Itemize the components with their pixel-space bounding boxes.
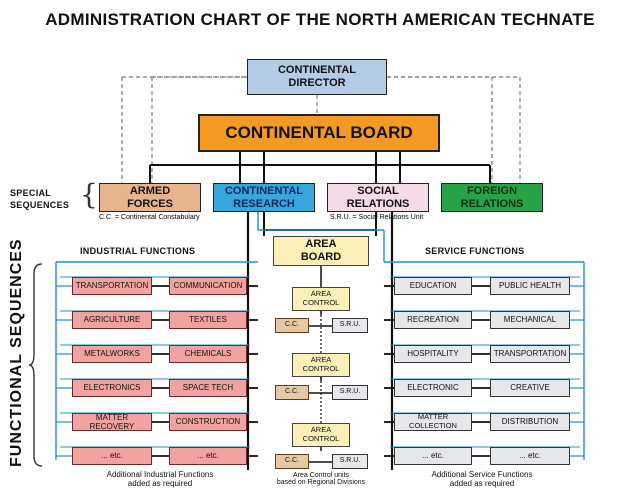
- service-footer-line-1: Additional Service Functions: [431, 470, 533, 479]
- service-box-etc-left: ... etc.: [394, 447, 472, 465]
- cc-box-3: C.C.: [275, 454, 309, 469]
- area-board-box: AREA BOARD: [273, 236, 369, 266]
- service-box-distribution: DISTRIBUTION: [490, 413, 570, 431]
- area-footer: Area Control units based on Regional Div…: [262, 472, 380, 486]
- continental-research-box: CONTINENTAL RESEARCH: [213, 183, 315, 212]
- continental-board-box: CONTINENTAL BOARD: [198, 114, 440, 152]
- area-footer-line-1: Area Control units: [292, 472, 350, 479]
- cc-definition-note: C.C. = Continental Constabulary: [99, 214, 200, 221]
- functional-sequences-label: FUNCTIONAL SEQUENCES: [8, 238, 25, 467]
- service-footer-line-2: added as required: [449, 479, 515, 488]
- social-line-1: SOCIAL: [357, 184, 399, 197]
- service-box-education: EDUCATION: [394, 277, 472, 295]
- director-line-2: DIRECTOR: [288, 77, 346, 89]
- cc-box-2: C.C.: [275, 385, 309, 400]
- sru-box-3: S.R.U.: [332, 454, 368, 469]
- functional-sequences-brace: [28, 262, 43, 468]
- industrial-box-matter-recovery: MATTER RECOVERY: [72, 413, 152, 431]
- chart-title: ADMINISTRATION CHART OF THE NORTH AMERIC…: [45, 10, 595, 29]
- service-functions-header: SERVICE FUNCTIONS: [425, 246, 525, 256]
- service-box-public-health: PUBLIC HEALTH: [490, 277, 570, 295]
- area-control-3-line-2: CONTROL: [302, 434, 340, 443]
- area-control-1-line-2: CONTROL: [302, 298, 340, 307]
- cc-box-1: C.C.: [275, 318, 309, 333]
- service-box-etc-right: ... etc.: [490, 447, 570, 465]
- service-box-hospitality: HOSPITALITY: [394, 345, 472, 363]
- area-control-box-3: AREA CONTROL: [292, 423, 350, 447]
- industrial-box-etc-right: ... etc.: [169, 447, 247, 465]
- area-board-line-1: AREA: [305, 238, 337, 251]
- director-line-1: CONTINENTAL: [277, 64, 356, 77]
- armed-forces-line-1: ARMED: [129, 184, 171, 197]
- service-footer: Additional Service Functions added as re…: [394, 470, 570, 488]
- sru-definition-note: S.R.U. = Social Relations Unit: [330, 214, 424, 221]
- special-label-line-2: SEQUENCES: [10, 200, 70, 210]
- industrial-box-communication: COMMUNICATION: [169, 277, 247, 295]
- armed-forces-line-2: FORCES: [127, 197, 173, 210]
- area-control-box-2: AREA CONTROL: [292, 353, 350, 377]
- special-label-line-1: SPECIAL: [10, 188, 52, 198]
- industrial-box-textiles: TEXTILES: [169, 311, 247, 329]
- research-line-2: RESEARCH: [233, 197, 295, 210]
- area-control-1-line-1: AREA: [310, 289, 332, 299]
- industrial-box-metalworks: METALWORKS: [72, 345, 152, 363]
- industrial-box-chemicals: CHEMICALS: [169, 345, 247, 363]
- social-relations-box: SOCIAL RELATIONS: [327, 183, 429, 212]
- industrial-functions-header: INDUSTRIAL FUNCTIONS: [80, 246, 196, 256]
- research-line-1: CONTINENTAL: [224, 184, 303, 197]
- area-control-2-line-2: CONTROL: [302, 364, 340, 373]
- industrial-footer: Additional Industrial Functions added as…: [72, 470, 248, 488]
- area-board-line-2: BOARD: [300, 251, 342, 263]
- industrial-box-transportation: TRANSPORTATION: [72, 277, 152, 295]
- armed-forces-box: ARMED FORCES: [99, 183, 201, 212]
- service-box-electronic: ELECTRONIC: [394, 379, 472, 397]
- area-control-box-1: AREA CONTROL: [292, 287, 350, 311]
- industrial-footer-line-1: Additional Industrial Functions: [106, 470, 214, 479]
- industrial-box-etc-left: ... etc.: [72, 447, 152, 465]
- service-box-recreation: RECREATION: [394, 311, 472, 329]
- area-control-3-line-1: AREA: [310, 425, 332, 435]
- foreign-line-1: FOREIGN: [466, 184, 518, 197]
- foreign-line-2: RELATIONS: [460, 197, 524, 210]
- industrial-box-construction: CONSTRUCTION: [169, 413, 247, 431]
- sru-box-1: S.R.U.: [332, 318, 368, 333]
- sru-box-2: S.R.U.: [332, 385, 368, 400]
- service-box-matter-collection: MATTER COLLECTION: [394, 413, 472, 431]
- industrial-box-space-tech: SPACE TECH: [169, 379, 247, 397]
- industrial-box-agriculture: AGRICULTURE: [72, 311, 152, 329]
- special-sequences-label: SPECIAL SEQUENCES: [10, 187, 69, 211]
- industrial-box-electronics: ELECTRONICS: [72, 379, 152, 397]
- service-box-mechanical: MECHANICAL: [490, 311, 570, 329]
- social-line-2: RELATIONS: [346, 197, 410, 210]
- area-footer-line-2: based on Regional Divisions: [276, 479, 366, 486]
- industrial-footer-line-2: added as required: [127, 479, 193, 488]
- area-control-2-line-1: AREA: [310, 355, 332, 365]
- service-box-transportation: TRANSPORTATION: [490, 345, 570, 363]
- foreign-relations-box: FOREIGN RELATIONS: [441, 183, 543, 212]
- service-box-creative: CREATIVE: [490, 379, 570, 397]
- continental-director-box: CONTINENTAL DIRECTOR: [247, 59, 387, 95]
- special-sequences-brace: {: [80, 178, 98, 211]
